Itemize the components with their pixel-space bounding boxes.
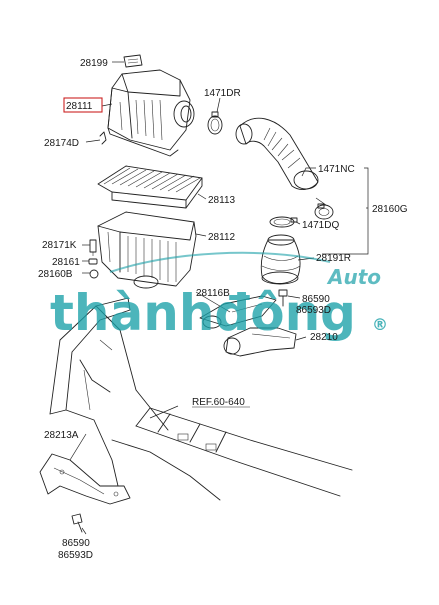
label-1471dr: 1471DR — [204, 88, 241, 99]
label-28171k: 28171K — [42, 240, 77, 251]
bracket-drawing — [39, 453, 131, 505]
label-1471dq: 1471DQ — [302, 220, 339, 231]
label-28210: 28210 — [310, 332, 338, 343]
filter-element-drawing — [97, 165, 203, 209]
leader-lines — [69, 61, 369, 535]
label-28116b: 28116B — [196, 288, 230, 299]
bolt-lower-drawing — [71, 513, 83, 533]
label-ref: REF.60-640 — [192, 397, 245, 408]
resonator-drawing — [260, 234, 301, 285]
label-86590-upper: 86590 — [302, 294, 330, 305]
front-end-module-drawing — [49, 297, 353, 501]
label-28111: 28111 — [66, 101, 93, 112]
label-28160g: 28160G — [372, 204, 408, 215]
bolt-upper-drawing — [278, 289, 288, 307]
label-28174d: 28174D — [44, 138, 79, 149]
label-28213a: 28213A — [44, 430, 79, 441]
small-parts-drawing — [88, 239, 99, 279]
label-28160b: 28160B — [38, 269, 73, 280]
label-86593d-upper: 86593D — [296, 305, 331, 316]
intake-hose-drawing — [235, 117, 319, 190]
label-28191r: 28191R — [316, 253, 351, 264]
watermark-swoosh — [109, 251, 331, 273]
watermark-registered-mark: ® — [372, 315, 388, 334]
intake-duct-drawing — [223, 327, 297, 357]
duct-28116b-drawing — [199, 295, 277, 329]
air-cleaner-body-drawing — [97, 211, 197, 289]
label-86590-lower: 86590 — [62, 538, 90, 549]
watermark-brand: thànhđông — [50, 284, 356, 342]
label-1471nc: 1471NC — [318, 164, 355, 175]
label-28161: 28161 — [52, 257, 80, 268]
watermark: thànhđông Auto ® — [50, 251, 388, 342]
clamp-1471nc-drawing — [314, 203, 334, 220]
watermark-suffix: Auto — [326, 265, 381, 289]
label-tag-drawing — [123, 54, 143, 68]
clip-drawing — [99, 131, 107, 145]
clamp-1471dq-drawing — [269, 216, 298, 228]
highlight-box — [63, 97, 103, 113]
label-86593d-lower: 86593D — [58, 550, 93, 561]
label-28199: 28199 — [80, 58, 108, 69]
air-cleaner-cover-drawing — [107, 69, 195, 157]
label-28112: 28112 — [208, 232, 236, 243]
clamp-1471dr-drawing — [207, 111, 223, 135]
part-labels: 28199 28111 28174D 1471DR 1471NC 28160G … — [38, 58, 408, 561]
label-28113: 28113 — [208, 195, 236, 206]
